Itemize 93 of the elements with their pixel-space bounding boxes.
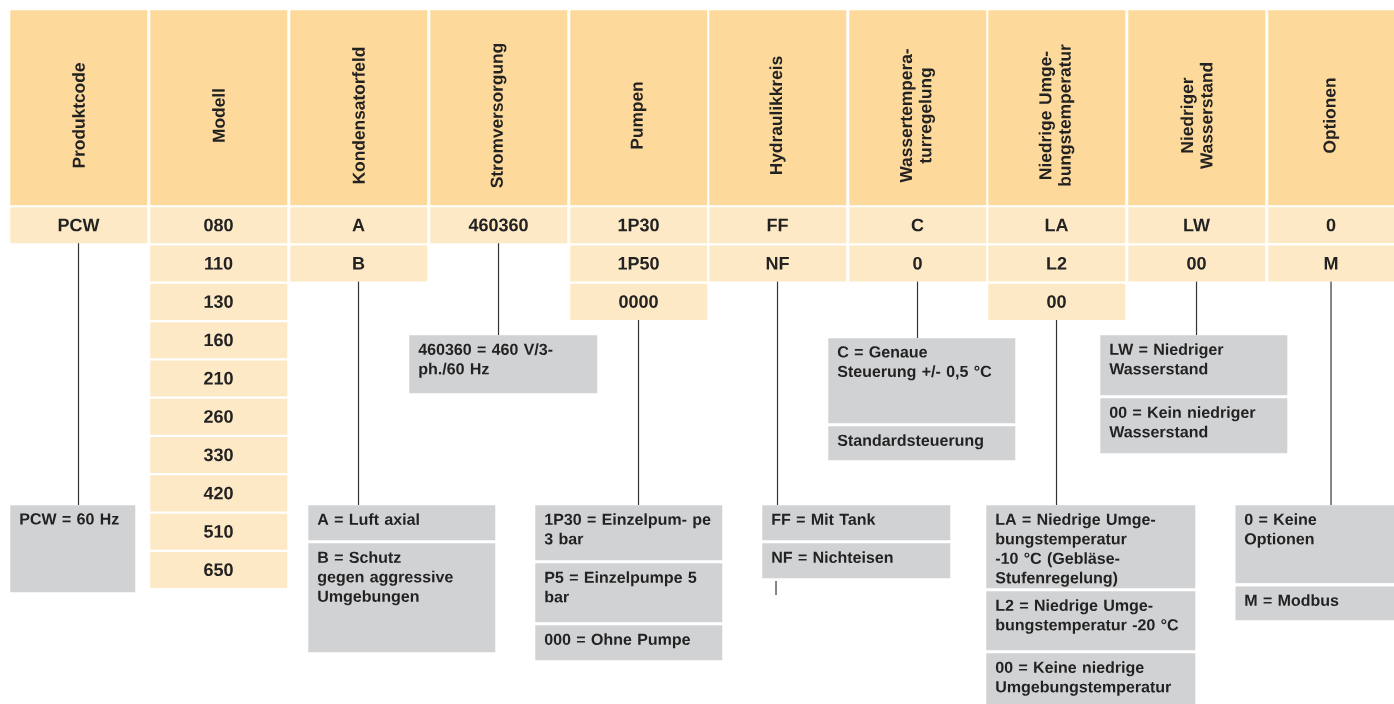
explanation-box: LW = Niedriger Wasserstand (1100, 335, 1288, 396)
node-label: 160 (204, 333, 233, 347)
code-cell: 510 (150, 513, 288, 550)
node-label: A (352, 218, 365, 232)
column-header: Wassertempera- turregelung (849, 10, 987, 206)
node-label: Hydraulikkreis (769, 56, 786, 175)
code-cell: 0000 (570, 283, 708, 320)
explanation-box: 1P30 = Einzelpum- pe 3 bar (535, 505, 723, 561)
node-label: 00 (1047, 295, 1066, 308)
node-label: Pumpen (630, 82, 647, 149)
code-cell: 460360 (430, 207, 568, 244)
code-cell: LW (1128, 207, 1266, 244)
code-cell: 0 (849, 245, 987, 282)
explanation-box: P5 = Einzelpumpe 5 bar (535, 563, 723, 623)
connector-line (916, 280, 919, 339)
node-label: 420 (203, 486, 233, 500)
explanation-box: 00 = Kein niedriger Wasserstand (1100, 398, 1288, 454)
code-cell: 130 (150, 283, 288, 320)
explanation-box: M = Modbus (1235, 586, 1394, 621)
code-cell: 160 (150, 322, 288, 359)
code-cell: 080 (150, 207, 288, 244)
connector-line (77, 242, 80, 506)
node-label: LA (1045, 218, 1069, 232)
code-cell: 1P50 (570, 245, 708, 282)
node-label: L2 (1047, 257, 1067, 270)
column-header: Optionen (1268, 10, 1394, 206)
explanation-box: 460360 = 460 V/3-ph./60 Hz (409, 335, 598, 394)
code-cell: 00 (1128, 245, 1266, 282)
code-cell: M (1268, 245, 1394, 282)
connector-line (637, 319, 640, 506)
explanation-box: A = Luft axial (308, 505, 496, 541)
code-cell: 00 (988, 283, 1126, 320)
code-cell: C (849, 207, 987, 244)
explanation-box: B = Schutz gegen aggressive Umgebungen (308, 543, 496, 653)
explanation-box: FF = Mit Tank (762, 505, 951, 541)
node-label: 1P30 (618, 218, 659, 232)
explanation-box: C = Genaue Steuerung +/- 0,5 °C (828, 338, 1016, 424)
connector-line (1055, 319, 1058, 506)
node-label: C (911, 218, 924, 232)
code-cell: A (290, 207, 428, 244)
column-header: Niedriger Wasserstand (1128, 10, 1266, 206)
node-label: LW (1184, 218, 1211, 232)
column-header: Produktcode (10, 10, 148, 206)
connector-line (1330, 280, 1332, 506)
node-label: 0000 (619, 295, 658, 308)
explanation-box: L2 = Niedrige Umge- bungstemperatur -20 °C (986, 591, 1196, 651)
node-label: 0 (1326, 218, 1336, 232)
node-label: 130 (204, 295, 233, 308)
code-cell: NF (709, 245, 847, 282)
node-label: 0 (913, 256, 922, 270)
code-cell: PCW (10, 207, 148, 244)
column-header: Stromversorgung (430, 10, 568, 206)
code-cell: 1P30 (570, 207, 708, 244)
connector-line (497, 242, 500, 336)
column-header: Kondensatorfeld (290, 10, 428, 206)
node-label: NF (766, 257, 789, 270)
column-header: Modell (150, 10, 288, 206)
code-cell: 0 (1268, 207, 1394, 244)
connector-line (1195, 280, 1198, 336)
node-label: 260 (204, 410, 233, 423)
node-label: B (353, 257, 365, 270)
explanation-box: 00 = Keine niedrige Umgebungstemperatur (986, 653, 1196, 704)
code-cell: FF (709, 207, 847, 244)
node-label: 00 (1187, 256, 1206, 270)
node-label: 110 (205, 256, 233, 270)
code-cell: B (290, 245, 428, 282)
column-header: Pumpen (570, 10, 708, 206)
explanation-box: 000 = Ohne Pumpe (535, 625, 723, 661)
node-label: Niedrige Umge- bungstemperatur (1038, 44, 1075, 186)
code-cell: LA (988, 207, 1126, 244)
connector-line (776, 280, 779, 506)
node-label: 510 (204, 525, 233, 538)
node-label: 080 (204, 218, 233, 232)
column-header: Hydraulikkreis (709, 10, 847, 206)
node-label: 1P50 (618, 256, 659, 270)
code-cell: 260 (150, 398, 288, 435)
explanation-box: NF = Nichteisen (762, 543, 951, 579)
node-label: Wassertempera- turregelung (900, 49, 935, 183)
node-label: M (1324, 257, 1338, 270)
code-cell: 650 (150, 552, 288, 588)
column-header: Niedrige Umge- bungstemperatur (988, 10, 1126, 206)
node-label: 210 (204, 371, 233, 385)
connector-line (357, 280, 360, 506)
explanation-box: PCW = 60 Hz (10, 505, 136, 593)
explanation-box: LA = Niedrige Umge- bungstemperatur -10 °C (Gebläse-Stufenregelung) (986, 505, 1196, 589)
code-cell: 210 (150, 360, 288, 397)
explanation-box: Standardsteuerung (828, 426, 1016, 461)
code-cell: 330 (150, 437, 288, 474)
code-cell: 420 (150, 475, 288, 512)
node-label: FF (767, 218, 788, 232)
explanation-box: 0 = Keine Optionen (1235, 505, 1394, 584)
code-cell: L2 (988, 245, 1126, 282)
code-cell: 110 (150, 245, 288, 282)
